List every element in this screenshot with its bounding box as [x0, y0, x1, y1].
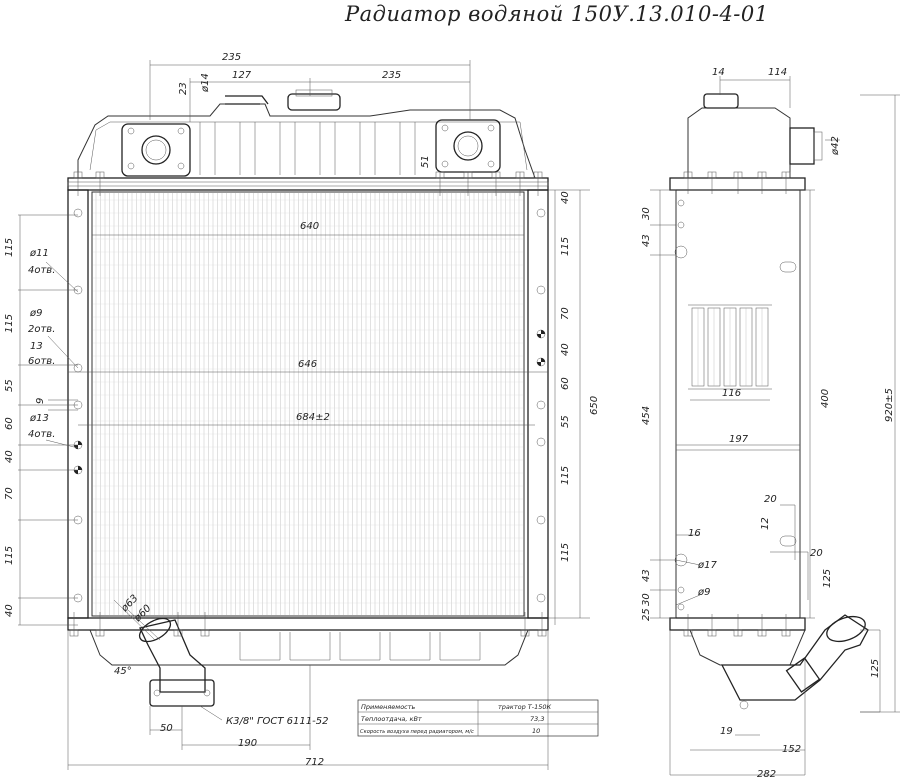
dim-235-right: 235 — [382, 70, 401, 81]
side-dim-25: 25 — [641, 608, 652, 621]
lower-tank — [89, 629, 529, 666]
note-4otv-a: 4отв. — [28, 265, 55, 276]
dim-right-55: 55 — [560, 415, 571, 428]
note-4otv-b: 4отв. — [28, 429, 55, 440]
note-6otv: 6отв. — [28, 356, 55, 367]
side-outlet-elbow — [720, 614, 869, 701]
dim-left-115-a: 115 — [4, 238, 15, 257]
drawing-title: Радиатор водяной 150У.13.010-4-01 — [345, 2, 769, 26]
side-dim-20-b: 20 — [810, 548, 823, 559]
dim-left-115-b: 115 — [4, 314, 15, 333]
dim-right-115: 115 — [560, 237, 571, 256]
table-value-2: 10 — [532, 727, 540, 735]
side-dim-116: 116 — [722, 388, 741, 399]
side-dim-16: 16 — [688, 528, 701, 539]
side-dim-d42: ø42 — [830, 136, 841, 156]
side-lower-tank — [689, 629, 806, 666]
dim-646: 646 — [298, 359, 317, 370]
dim-left-115-c: 115 — [4, 546, 15, 565]
table-label-0: Применяемость — [361, 703, 416, 711]
side-dim-19: 19 — [720, 726, 733, 737]
side-core-fins — [688, 304, 772, 390]
upper-tank — [77, 103, 536, 179]
side-upper-tank — [687, 107, 791, 178]
side-dim-12: 12 — [760, 517, 771, 530]
thread-note: К3/8" ГОСТ 6111-52 — [226, 716, 328, 727]
dim-right-115-c: 115 — [560, 543, 571, 562]
side-dim-400: 400 — [820, 389, 831, 408]
overflow-pipe — [225, 95, 269, 105]
dim-d14: ø14 — [200, 73, 211, 93]
dim-190: 190 — [238, 738, 257, 749]
side-dim-30-bottom: 30 — [641, 593, 652, 606]
front-view: 235 127 235 23 ø14 51 640 646 684±2 650 … — [4, 52, 600, 770]
spec-table: Применяемость трактор Т-150К Теплоотдача… — [357, 699, 599, 737]
dim-51: 51 — [420, 155, 431, 168]
mounting-holes — [73, 208, 546, 603]
side-dim-152: 152 — [782, 744, 801, 755]
bottom-header-plate — [67, 617, 549, 631]
dim-right-40: 40 — [560, 191, 571, 204]
dim-45deg: 45° — [114, 666, 132, 677]
side-dim-43-top: 43 — [641, 234, 652, 247]
dim-right-70: 70 — [560, 307, 571, 320]
dim-640: 640 — [300, 221, 319, 232]
dim-235-top: 235 — [222, 52, 241, 63]
side-dim-920: 920±5 — [884, 388, 895, 422]
dim-127: 127 — [232, 70, 252, 81]
side-bolts — [683, 171, 791, 637]
top-header-plate — [67, 177, 549, 191]
dim-left-40: 40 — [4, 450, 15, 463]
outlet-elbow — [139, 619, 206, 693]
radiator-core — [91, 191, 525, 617]
filler-cap — [287, 93, 341, 111]
side-dim-43-bottom: 43 — [641, 569, 652, 582]
note-d11: ø11 — [29, 248, 49, 259]
note-d13: ø13 — [29, 413, 49, 424]
side-dim-d9: ø9 — [697, 587, 710, 598]
side-dim-14: 14 — [712, 67, 725, 78]
note-9: 9 — [35, 398, 46, 404]
side-dim-d17: ø17 — [697, 560, 717, 571]
side-dim-454: 454 — [641, 406, 652, 425]
side-dim-197: 197 — [729, 434, 749, 445]
dim-23: 23 — [178, 82, 189, 95]
note-d9: ø9 — [29, 308, 42, 319]
side-top-header — [669, 177, 806, 191]
side-inlet-pipe — [789, 127, 815, 165]
dim-left-70: 70 — [4, 487, 15, 500]
right-inlet-flange — [435, 119, 501, 173]
side-cap — [703, 93, 739, 109]
side-dim-125-b: 125 — [870, 659, 881, 678]
dim-left-40-b: 40 — [4, 604, 15, 617]
dim-right-40-b: 40 — [560, 343, 571, 356]
side-core — [675, 189, 801, 619]
note-2otv: 2отв. — [28, 324, 55, 335]
dim-left-60: 60 — [4, 417, 15, 430]
side-bottom-header — [669, 617, 806, 631]
dim-50: 50 — [160, 723, 173, 734]
side-dim-30-top: 30 — [641, 207, 652, 220]
left-inlet-flange — [121, 123, 191, 177]
side-dim-114: 114 — [768, 67, 787, 78]
table-label-1: Теплоотдача, кВт — [361, 715, 422, 723]
note-13: 13 — [30, 341, 43, 352]
side-dim-20-a: 20 — [764, 494, 777, 505]
dim-684: 684±2 — [296, 412, 330, 423]
side-dim-125-a: 125 — [822, 569, 833, 588]
table-value-1: 73,3 — [530, 715, 544, 723]
dim-left-55: 55 — [4, 379, 15, 392]
left-side-support — [67, 189, 89, 619]
side-view: 14 114 ø42 30 43 454 43 30 25 400 920±5 … — [641, 67, 900, 780]
side-dim-282: 282 — [757, 769, 776, 780]
header-bolts — [69, 171, 547, 637]
dim-650: 650 — [589, 396, 600, 415]
dim-right-115-b: 115 — [560, 466, 571, 485]
core-tubes — [93, 193, 524, 615]
table-value-0: трактор Т-150К — [498, 703, 551, 711]
dim-712: 712 — [305, 757, 324, 768]
table-label-2: Скорость воздуха перед радиатором, м/с — [360, 729, 474, 735]
dim-right-60: 60 — [560, 377, 571, 390]
